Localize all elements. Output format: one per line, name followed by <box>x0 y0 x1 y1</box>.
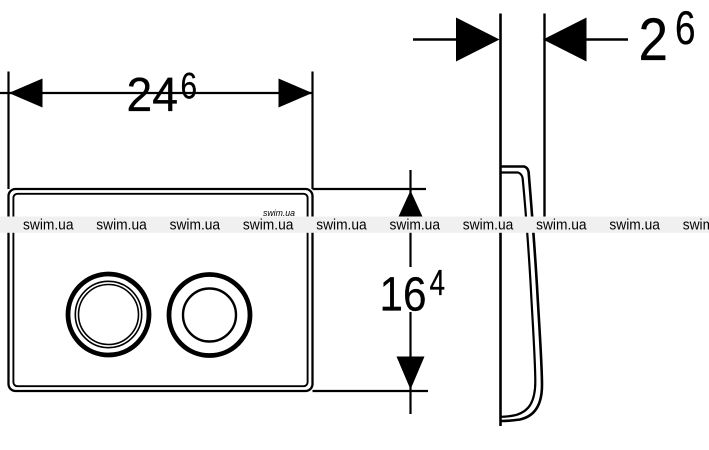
svg-text:swim.ua: swim.ua <box>609 217 660 234</box>
svg-text:swim.ua: swim.ua <box>170 217 221 234</box>
svg-text:swim.ua: swim.ua <box>243 217 294 234</box>
svg-text:6: 6 <box>675 1 696 54</box>
svg-text:swim.ua: swim.ua <box>23 217 74 234</box>
svg-text:swim.ua: swim.ua <box>263 208 295 219</box>
svg-text:6: 6 <box>181 66 198 107</box>
svg-text:swim.ua: swim.ua <box>683 217 709 234</box>
svg-text:4: 4 <box>430 262 446 303</box>
svg-text:2: 2 <box>639 6 669 73</box>
svg-text:swim.ua: swim.ua <box>316 217 367 234</box>
svg-text:swim.ua: swim.ua <box>463 217 514 234</box>
svg-text:swim.ua: swim.ua <box>536 217 587 234</box>
svg-text:24: 24 <box>127 69 179 122</box>
svg-text:swim.ua: swim.ua <box>96 217 147 234</box>
svg-text:swim.ua: swim.ua <box>390 217 441 234</box>
svg-text:16: 16 <box>380 268 427 322</box>
